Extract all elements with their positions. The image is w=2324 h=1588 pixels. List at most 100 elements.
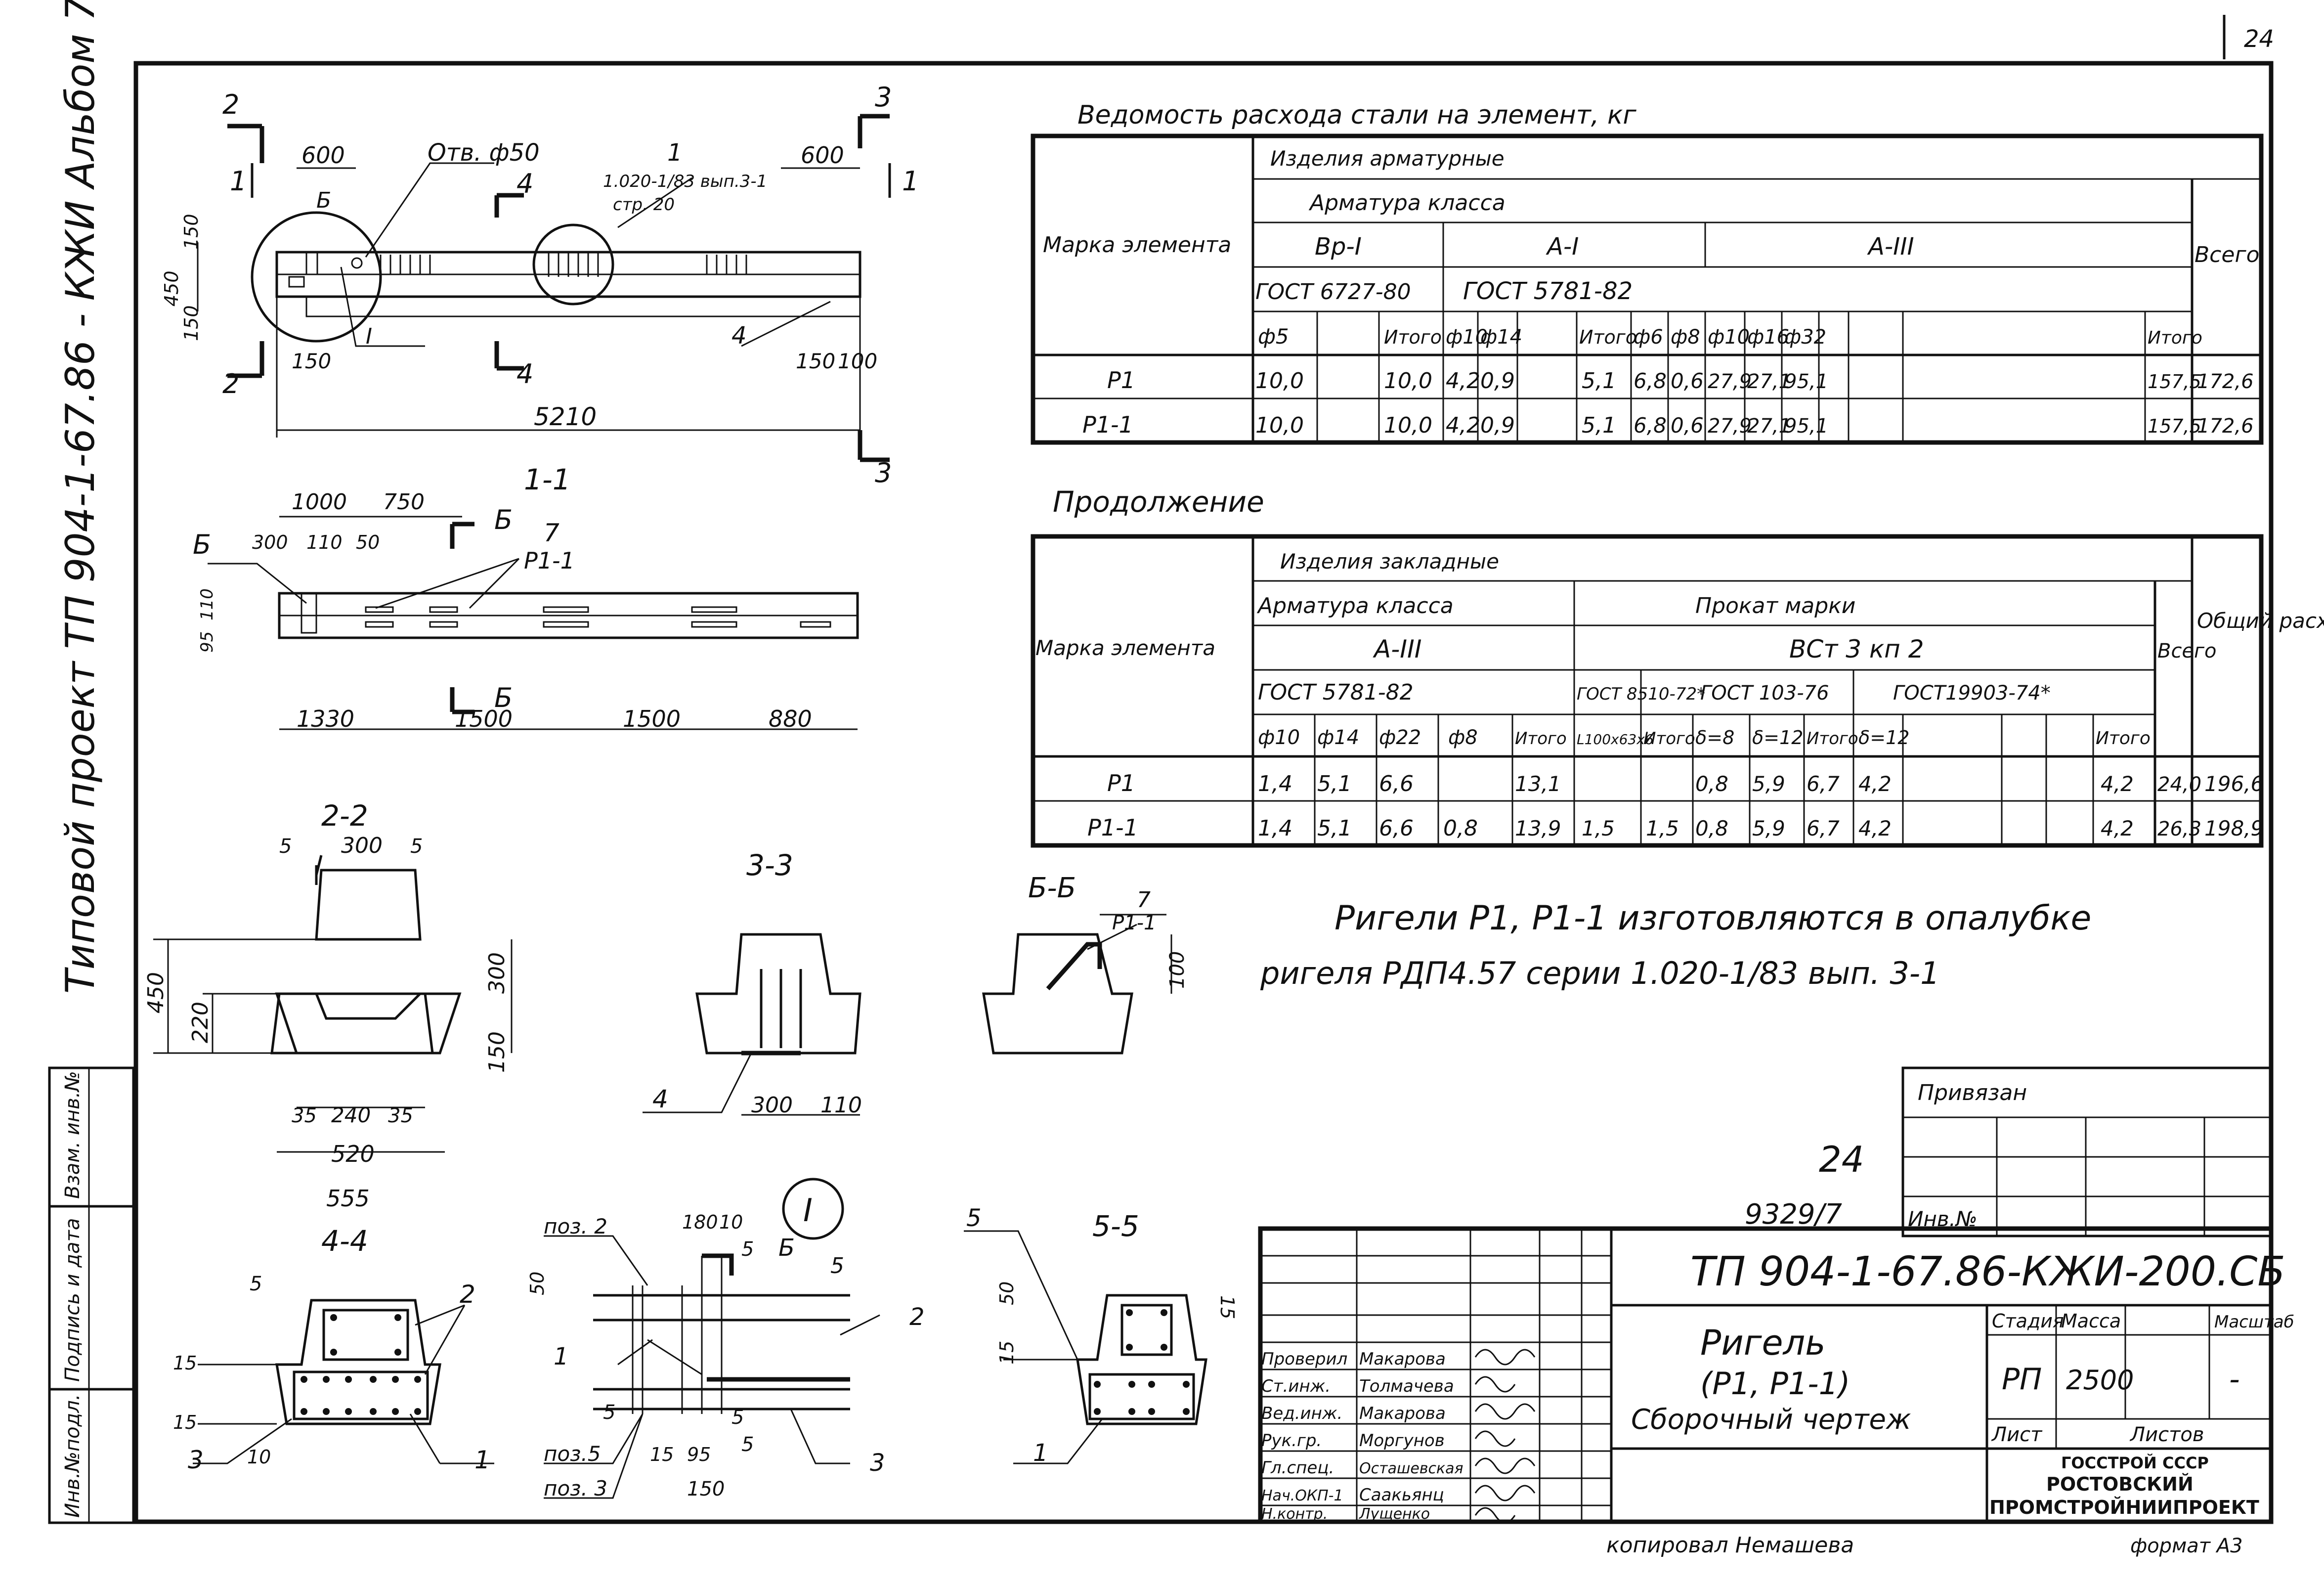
table-row: Р1-1 1,4 5,1 6,6 0,8 13,9 1,5 1,5 0,8 5,… [1087, 814, 2264, 841]
s11-dim-750: 750 [383, 489, 425, 515]
sheet-frame [133, 61, 2274, 1524]
table-row: Р1-1 10,0 10,0 4,2 0,9 5,1 6,8 0,6 27,9 … [1082, 411, 2254, 438]
cell: 13,9 [1515, 816, 1561, 840]
cell: 10,0 [1384, 368, 1432, 394]
s11-dim-880: 880 [769, 706, 812, 732]
cell: 0,9 [1480, 413, 1515, 438]
node-pos-3-right: 3 [870, 1449, 885, 1477]
s44-pos-2: 2 [460, 1280, 475, 1309]
s44-dim-5: 5 [250, 1273, 262, 1295]
section-mark-3-bottom: 3 [875, 457, 892, 488]
sheets-label: Листов [2129, 1423, 2204, 1446]
cell-grand: 198,9 [2204, 816, 2264, 840]
cont-grand-head: Общий расход [2197, 609, 2324, 633]
s11-mark-b-bottom: Б [494, 682, 513, 713]
org-line-3: ПРОМСТРОЙНИИПРОЕКТ [1989, 1497, 2259, 1518]
cont-sub-b: Прокат марки [1695, 593, 1855, 618]
section-1-1: 1-1 1000 750 300 110 50 95 110 1330 1500… [193, 463, 859, 732]
sbb-pos-7: 7 [1137, 887, 1151, 913]
steel-col: ф14 [1480, 326, 1522, 349]
section-mark-4-bottom: 4 [516, 358, 533, 390]
steel-group: Изделия арматурные [1270, 146, 1505, 171]
cell: 4,2 [1858, 816, 1892, 840]
drawing-name-2: (Р1, Р1-1) [1700, 1366, 1850, 1402]
s22-dim-5-right: 5 [410, 835, 423, 858]
cell: 27,1 [1747, 370, 1791, 393]
cell: 4,2 [1858, 772, 1892, 796]
node-i-title: I [803, 1192, 813, 1229]
signer-list: Проверил Макарова Ст.инж. Толмачева Вед.… [1261, 1349, 1463, 1523]
note-line-1: Ригели Р1, Р1-1 изготовляются в опалубке [1334, 899, 2091, 938]
cell: 27,9 [1708, 370, 1752, 393]
section-b-b: Б-Б 7 Р1-1 100 [982, 872, 1189, 1055]
org-line-2: РОСТОВСКИЙ [2046, 1473, 2194, 1495]
cell: 4,2 [2101, 816, 2134, 840]
plan-dim-100: 100 [838, 349, 877, 373]
section-4-4-title: 4-4 [321, 1224, 368, 1258]
steel-col: ф8 [1671, 326, 1700, 349]
cell: 27,1 [1747, 415, 1791, 438]
cell: 1,4 [1258, 771, 1292, 796]
plan-dim-150-b: 150 [180, 305, 202, 341]
plan-dim-5210: 5210 [534, 402, 597, 431]
bind-block: Привязан Инв.№ [1901, 1066, 2273, 1237]
cell: 0,8 [1695, 816, 1728, 840]
s44-dim-10: 10 [247, 1446, 271, 1468]
s11-dim-1500-b: 1500 [623, 706, 681, 732]
cell: 6,7 [1807, 772, 1840, 796]
node-i-detail: I поз. 2 180 10 5 Б 5 50 1 2 5 5 поз.5 1… [526, 1178, 925, 1500]
node-dim-10: 10 [719, 1211, 743, 1233]
s44-pos-3: 3 [188, 1446, 204, 1474]
cont-col: ф14 [1317, 726, 1359, 749]
s33-dim-110: 110 [820, 1093, 862, 1118]
cell: 10,0 [1255, 413, 1304, 438]
cell: 0,6 [1671, 413, 1704, 438]
s22-dim-35-a: 35 [292, 1104, 317, 1127]
sbb-dim-100: 100 [1166, 951, 1189, 989]
section-mark-2-top: 2 [222, 89, 239, 120]
cell: 6,6 [1379, 816, 1414, 841]
section-5-5-title: 5-5 [1092, 1209, 1139, 1243]
steel-col-mark: Марка элемента [1043, 232, 1231, 258]
signer-name: Макарова [1359, 1349, 1446, 1369]
cell-total: 24,0 [2157, 773, 2201, 796]
signer-name: Саакьянц [1359, 1485, 1444, 1505]
node-dim-15: 15 [650, 1444, 674, 1465]
steel-col: Итого [1579, 326, 1637, 348]
scale-label: Масштаб [2214, 1312, 2294, 1332]
stamp-sign-date: Подпись и дата [61, 1218, 84, 1382]
cont-col: ф22 [1379, 726, 1421, 749]
node-pos-5-bottom: поз.5 [544, 1442, 601, 1466]
node-dim-5-a: 5 [741, 1238, 754, 1261]
cell: 4,2 [2101, 772, 2134, 796]
signatures [1474, 1349, 1536, 1524]
cont-col: Итого [1807, 729, 1858, 749]
s11-dim-300: 300 [252, 531, 288, 553]
cell: 5,1 [1317, 771, 1352, 796]
plan-dim-600-left: 600 [301, 142, 345, 169]
steel-row-mark: Р1 [1107, 367, 1135, 394]
cell: 0,6 [1671, 369, 1704, 393]
cont-gost-103: ГОСТ 103-76 [1700, 682, 1829, 705]
steel-col: ф6 [1634, 326, 1663, 349]
cell: 5,1 [1582, 368, 1616, 394]
table-row: Р1 1,4 5,1 6,6 13,1 0,8 5,9 6,7 4,2 4,2 … [1107, 770, 2264, 796]
steel-col-headers: ф5 Итого ф10 ф14 Итого ф6 ф8 ф10 ф16 ф32… [1258, 324, 2202, 349]
cell: 0,8 [1443, 816, 1478, 841]
node-dim-5-b: 5 [603, 1401, 615, 1424]
cell: 5,1 [1317, 816, 1352, 841]
s11-mark-b-left: Б [193, 529, 211, 560]
mass-label: Масса [2061, 1310, 2121, 1332]
signer-role: Проверил [1261, 1349, 1347, 1369]
node-dim-180: 180 [682, 1211, 718, 1233]
cont-col: Итого [1515, 729, 1567, 749]
node-mark-b: Б [778, 1234, 795, 1262]
steel-col: ф10 [1708, 326, 1750, 349]
s55-dim-15-b: 15 [1216, 1295, 1238, 1319]
cell-total: 172,6 [2197, 415, 2254, 438]
signer-name: Осташевская [1359, 1460, 1463, 1477]
cell-grand: 196,6 [2204, 772, 2264, 796]
cell: 6,6 [1379, 771, 1414, 796]
drawing-name-1: Ригель [1700, 1323, 1826, 1363]
